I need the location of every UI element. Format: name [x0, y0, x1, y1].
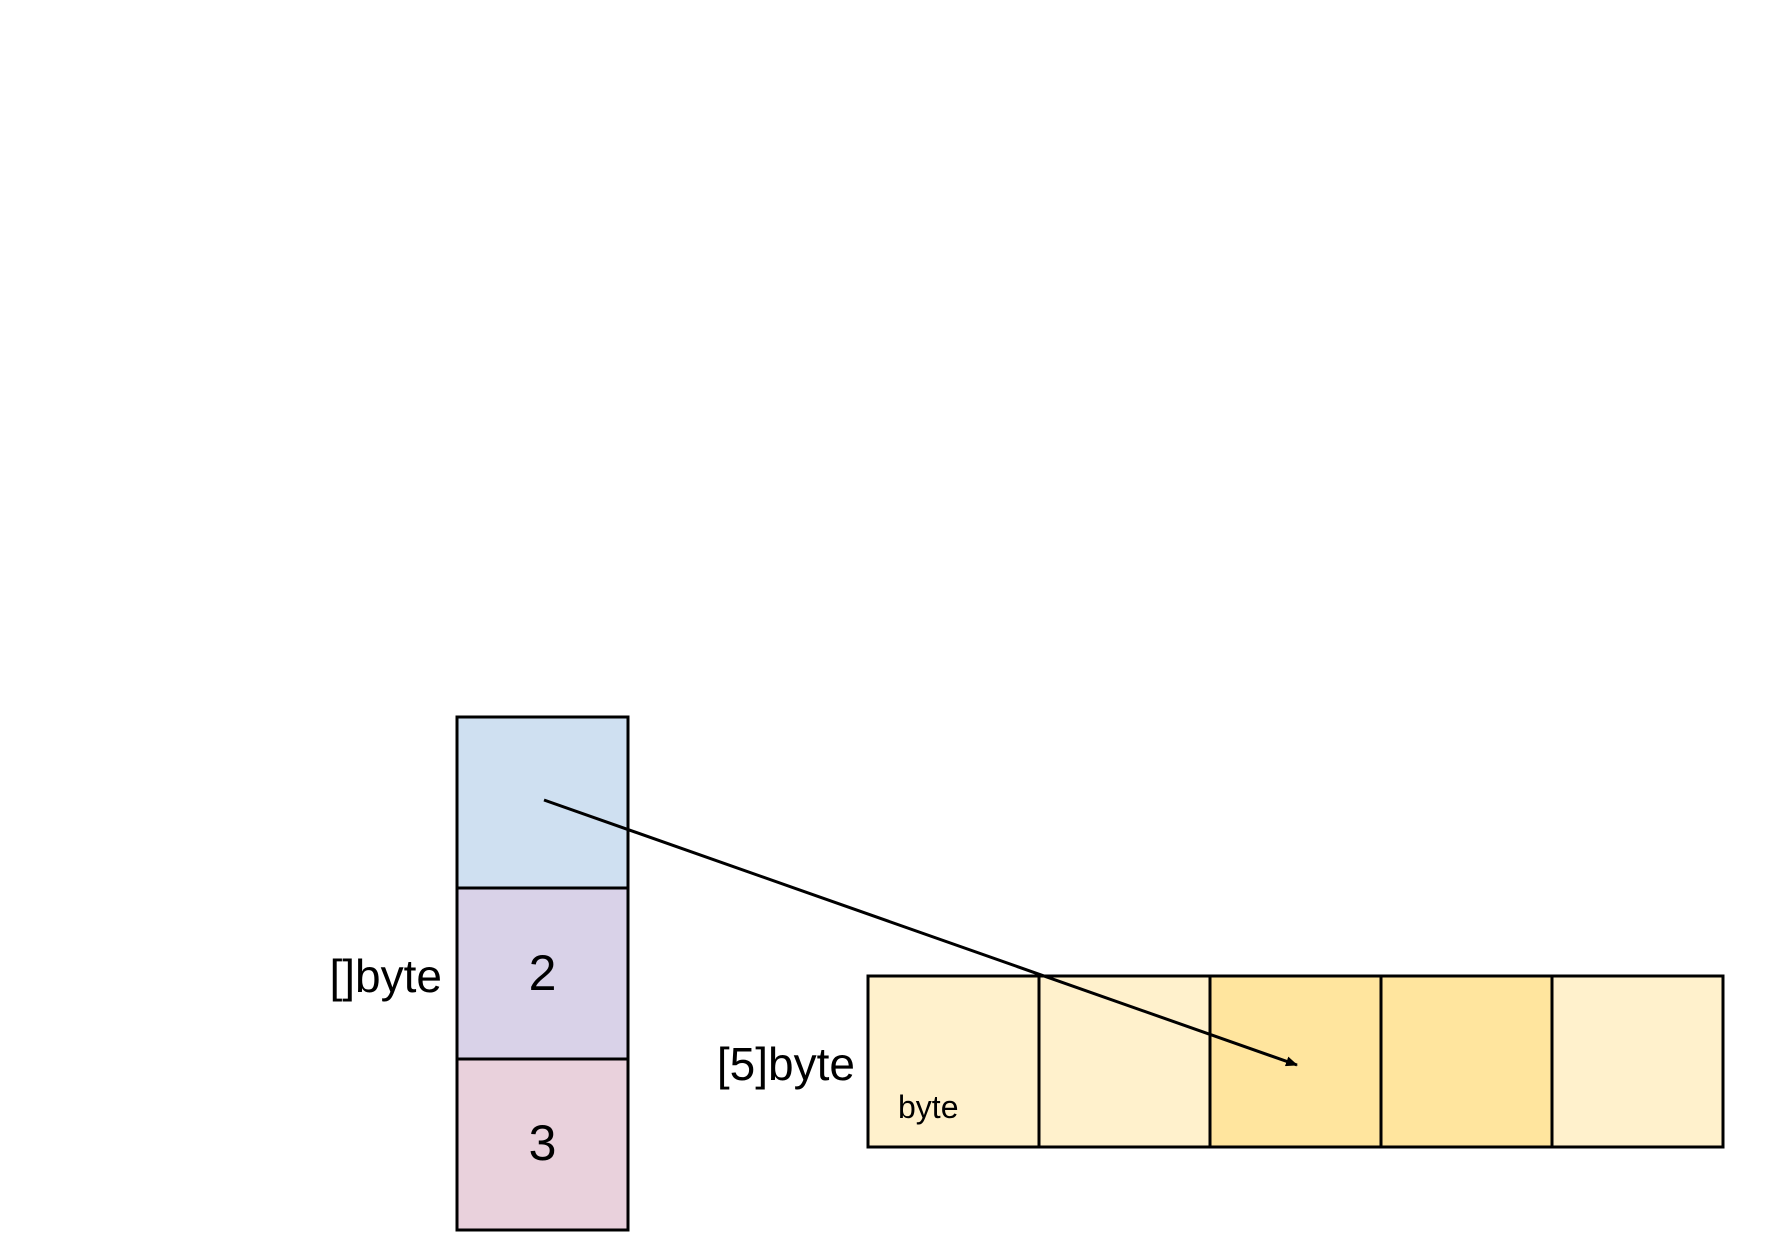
backing-array: byte — [866, 974, 1725, 1149]
slice-capacity-cell — [455, 1057, 630, 1232]
array-element-type-label: byte — [898, 1089, 958, 1125]
array-cell-1 — [1037, 974, 1212, 1149]
slice-type-label: []byte — [329, 950, 442, 1002]
array-type-label: [5]byte — [717, 1038, 855, 1090]
array-cell-4 — [1550, 974, 1725, 1149]
array-cell-3 — [1379, 974, 1554, 1149]
slice-length-value: 2 — [529, 945, 557, 1001]
array-cell-0 — [866, 974, 1041, 1149]
pointer-arrow — [543, 798, 1298, 1067]
slice-length-cell — [455, 886, 630, 1061]
slice-capacity-value: 3 — [529, 1115, 557, 1171]
array-cell-2 — [1208, 974, 1383, 1149]
slice-header: 2 3 — [455, 715, 630, 1232]
slice-pointer-cell — [455, 715, 630, 890]
